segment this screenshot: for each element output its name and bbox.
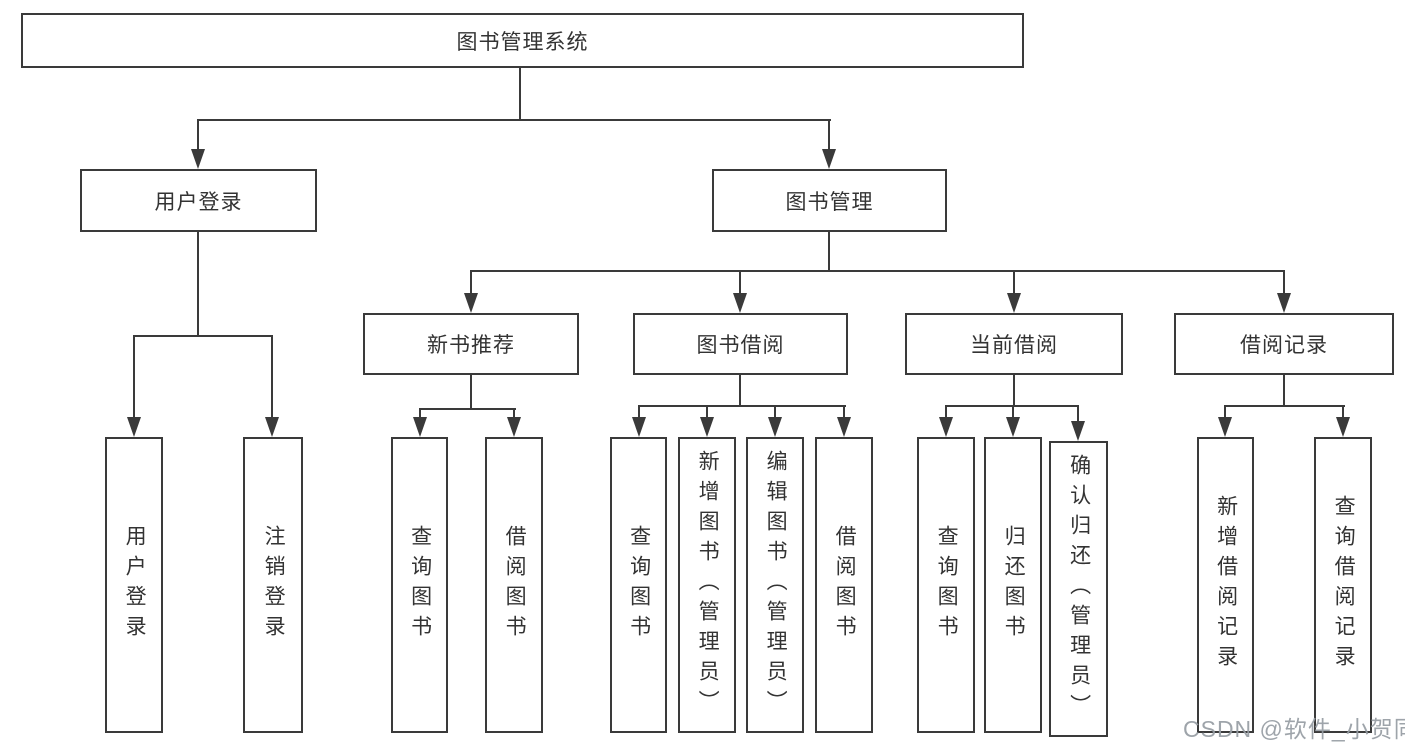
node-label: 用户登录 — [123, 525, 147, 645]
connector-drop-user-login — [197, 119, 199, 151]
connector-drop-current-borrow — [1013, 270, 1015, 295]
connector-br-trunk — [1283, 375, 1285, 406]
connector-nbr-trunk — [470, 375, 472, 409]
arrow-down-bb-borrow — [837, 417, 851, 437]
connector-br-rail — [1224, 405, 1345, 407]
connector-drop-br-add — [1224, 405, 1226, 420]
node-label: 新书推荐 — [427, 334, 515, 357]
node-label: 图书管理系统 — [456, 30, 589, 54]
leaf-logout: 注销登录 — [243, 437, 303, 733]
node-label: 编辑图书（管理员） — [764, 450, 788, 720]
node-borrowing-records: 借阅记录 — [1174, 313, 1394, 375]
arrow-down-nbr-query — [413, 417, 427, 437]
node-label: 查询图书 — [408, 525, 432, 645]
leaf-user-login: 用户登录 — [105, 437, 163, 733]
leaf-nbr-borrow-books: 借阅图书 — [485, 437, 543, 733]
arrow-down-br-query — [1336, 417, 1350, 437]
leaf-bb-add-books-admin: 新增图书（管理员） — [678, 437, 736, 733]
node-label: 用户登录 — [154, 190, 243, 214]
arrow-down-br-add — [1218, 417, 1232, 437]
arrow-down-book-borrow — [733, 293, 747, 313]
node-new-book-recommend: 新书推荐 — [363, 313, 579, 375]
connector-drop-ul-logout — [271, 335, 273, 419]
node-label: 查询图书 — [935, 525, 959, 645]
csdn-watermark: CSDN @软件_小贺同学 — [1183, 716, 1405, 742]
connector-drop-cb-return — [1012, 405, 1014, 420]
node-label: 新增图书（管理员） — [696, 450, 720, 720]
connector-drop-bb-add — [706, 405, 708, 420]
connector-user-login-rail — [133, 335, 273, 337]
connector-drop-book-mgmt — [828, 119, 830, 151]
connector-level3-rail — [470, 270, 1285, 272]
node-label: 借阅记录 — [1240, 334, 1328, 357]
leaf-cb-query-books: 查询图书 — [917, 437, 975, 733]
node-label: 确认归还（管理员） — [1067, 454, 1091, 724]
leaf-bb-query-books: 查询图书 — [610, 437, 667, 733]
connector-cb-trunk — [1013, 375, 1015, 406]
arrow-down-ul-login — [127, 417, 141, 437]
node-library-management-system: 图书管理系统 — [21, 13, 1024, 68]
connector-book-mgmt-trunk — [828, 232, 830, 271]
connector-drop-borrow-record — [1283, 270, 1285, 295]
node-book-borrowing: 图书借阅 — [633, 313, 848, 375]
connector-bb-trunk — [739, 375, 741, 406]
leaf-bb-edit-books-admin: 编辑图书（管理员） — [746, 437, 804, 733]
node-user-login: 用户登录 — [80, 169, 317, 232]
node-label: 图书管理 — [785, 190, 874, 214]
arrow-down-cb-return — [1006, 417, 1020, 437]
connector-level2-rail — [197, 119, 831, 121]
node-label: 当前借阅 — [970, 334, 1058, 357]
leaf-nbr-query-books: 查询图书 — [391, 437, 448, 733]
arrow-down-new-book-rec — [464, 293, 478, 313]
node-label: 查询借阅记录 — [1332, 495, 1356, 675]
node-book-management: 图书管理 — [712, 169, 947, 232]
connector-drop-new-book-rec — [470, 270, 472, 295]
node-label: 借阅图书 — [833, 525, 857, 645]
connector-drop-bb-edit — [774, 405, 776, 420]
arrow-down-bb-add — [700, 417, 714, 437]
node-label: 图书借阅 — [696, 334, 785, 357]
connector-drop-cb-query — [945, 405, 947, 420]
connector-nbr-rail — [419, 408, 516, 410]
connector-drop-bb-borrow — [843, 405, 845, 420]
connector-drop-bb-query — [638, 405, 640, 420]
arrow-down-bb-edit — [768, 417, 782, 437]
arrow-down-borrow-record — [1277, 293, 1291, 313]
node-label: 查询图书 — [627, 525, 651, 645]
arrow-down-cb-query — [939, 417, 953, 437]
arrow-down-user-login — [191, 149, 205, 169]
arrow-down-nbr-borrow — [507, 417, 521, 437]
leaf-br-query-record: 查询借阅记录 — [1314, 437, 1372, 733]
connector-drop-nbr-borrow — [513, 408, 515, 422]
arrow-down-cb-confirm — [1071, 421, 1085, 441]
connector-drop-br-query — [1342, 405, 1344, 420]
connector-drop-nbr-query — [419, 408, 421, 422]
connector-drop-cb-confirm — [1077, 405, 1079, 423]
node-label: 注销登录 — [262, 525, 286, 645]
arrow-down-book-mgmt — [822, 149, 836, 169]
node-current-borrowing: 当前借阅 — [905, 313, 1123, 375]
leaf-cb-return-books: 归还图书 — [984, 437, 1042, 733]
connector-bb-rail — [638, 405, 846, 407]
connector-user-login-trunk — [197, 232, 199, 336]
arrow-down-bb-query — [632, 417, 646, 437]
arrow-down-current-borrow — [1007, 293, 1021, 313]
leaf-bb-borrow-books: 借阅图书 — [815, 437, 873, 733]
arrow-down-ul-logout — [265, 417, 279, 437]
node-label: 归还图书 — [1002, 525, 1026, 645]
node-label: 借阅图书 — [503, 525, 527, 645]
connector-drop-ul-login — [133, 335, 135, 419]
leaf-br-add-record: 新增借阅记录 — [1197, 437, 1254, 733]
connector-drop-book-borrow — [739, 270, 741, 295]
leaf-cb-confirm-return-admin: 确认归还（管理员） — [1049, 441, 1108, 737]
connector-root-trunk — [519, 68, 521, 120]
node-label: 新增借阅记录 — [1214, 495, 1238, 675]
